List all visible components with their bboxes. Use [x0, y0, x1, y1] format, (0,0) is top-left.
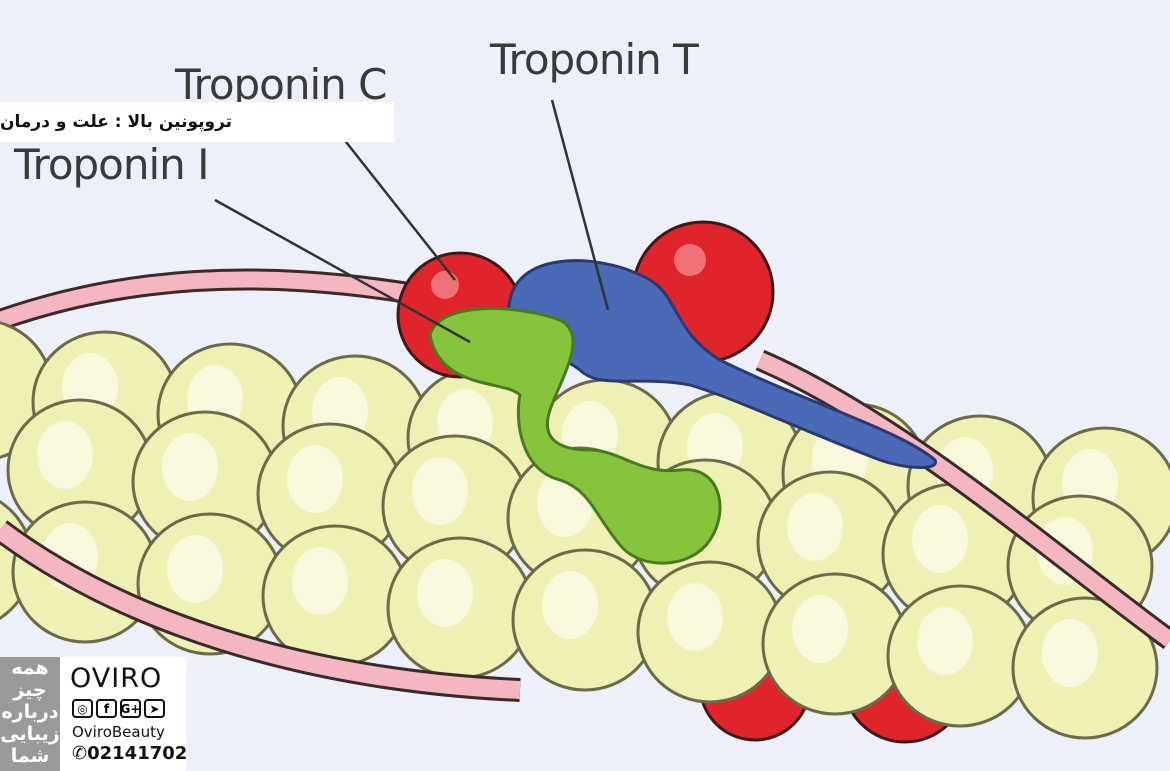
actin-bead-highlight [787, 493, 843, 561]
side-line: زیبایی [0, 723, 60, 745]
label-troponin-i: Troponin I [14, 140, 210, 189]
actin-bead-highlight [912, 505, 968, 573]
actin-bead-highlight [1042, 619, 1098, 687]
actin-bead-highlight [412, 457, 468, 525]
actin-bead-highlight [167, 535, 223, 603]
leader-line-t [550, 99, 610, 311]
google-plus-icon: G+ [120, 699, 141, 718]
social-handle: OviroBeauty [72, 723, 165, 741]
actin-bead-highlight [667, 583, 723, 651]
troponin-i-shape [428, 307, 722, 565]
actin-bead-highlight [292, 547, 348, 615]
phone-text: 02141702 [87, 743, 188, 764]
leader-line-i [214, 198, 471, 344]
facebook-icon: f [96, 699, 117, 718]
telegram-icon: ➤ [144, 699, 165, 718]
brand-name: OVIRO [70, 663, 163, 694]
phone-icon: ✆ [72, 743, 88, 764]
side-line: درباره [1, 701, 59, 723]
side-line: چیز [13, 679, 47, 701]
oviro-logo: همه چیز درباره زیبایی شما OVIRO ◎ f G+ ➤… [0, 657, 187, 771]
instagram-icon: ◎ [72, 699, 93, 718]
phone-number: ✆02141702 [72, 743, 187, 764]
actin-bead-highlight [542, 571, 598, 639]
logo-side-text: همه چیز درباره زیبایی شما [0, 657, 60, 771]
leader-line-c [334, 127, 456, 281]
actin-bead-highlight [162, 433, 218, 501]
label-troponin-t: Troponin T [490, 35, 699, 84]
actin-bead-highlight [917, 607, 973, 675]
side-line: شما [10, 745, 50, 767]
label-troponin-c: Troponin C [175, 60, 387, 109]
troponin-t-shape [507, 259, 937, 469]
actin-bead-highlight [37, 421, 93, 489]
article-title-banner: تروپونین بالا : علت و درمان [0, 102, 394, 142]
actin-bead-highlight [792, 595, 848, 663]
actin-bead-highlight [417, 559, 473, 627]
side-line: همه [11, 657, 49, 679]
actin-bead-highlight [287, 445, 343, 513]
